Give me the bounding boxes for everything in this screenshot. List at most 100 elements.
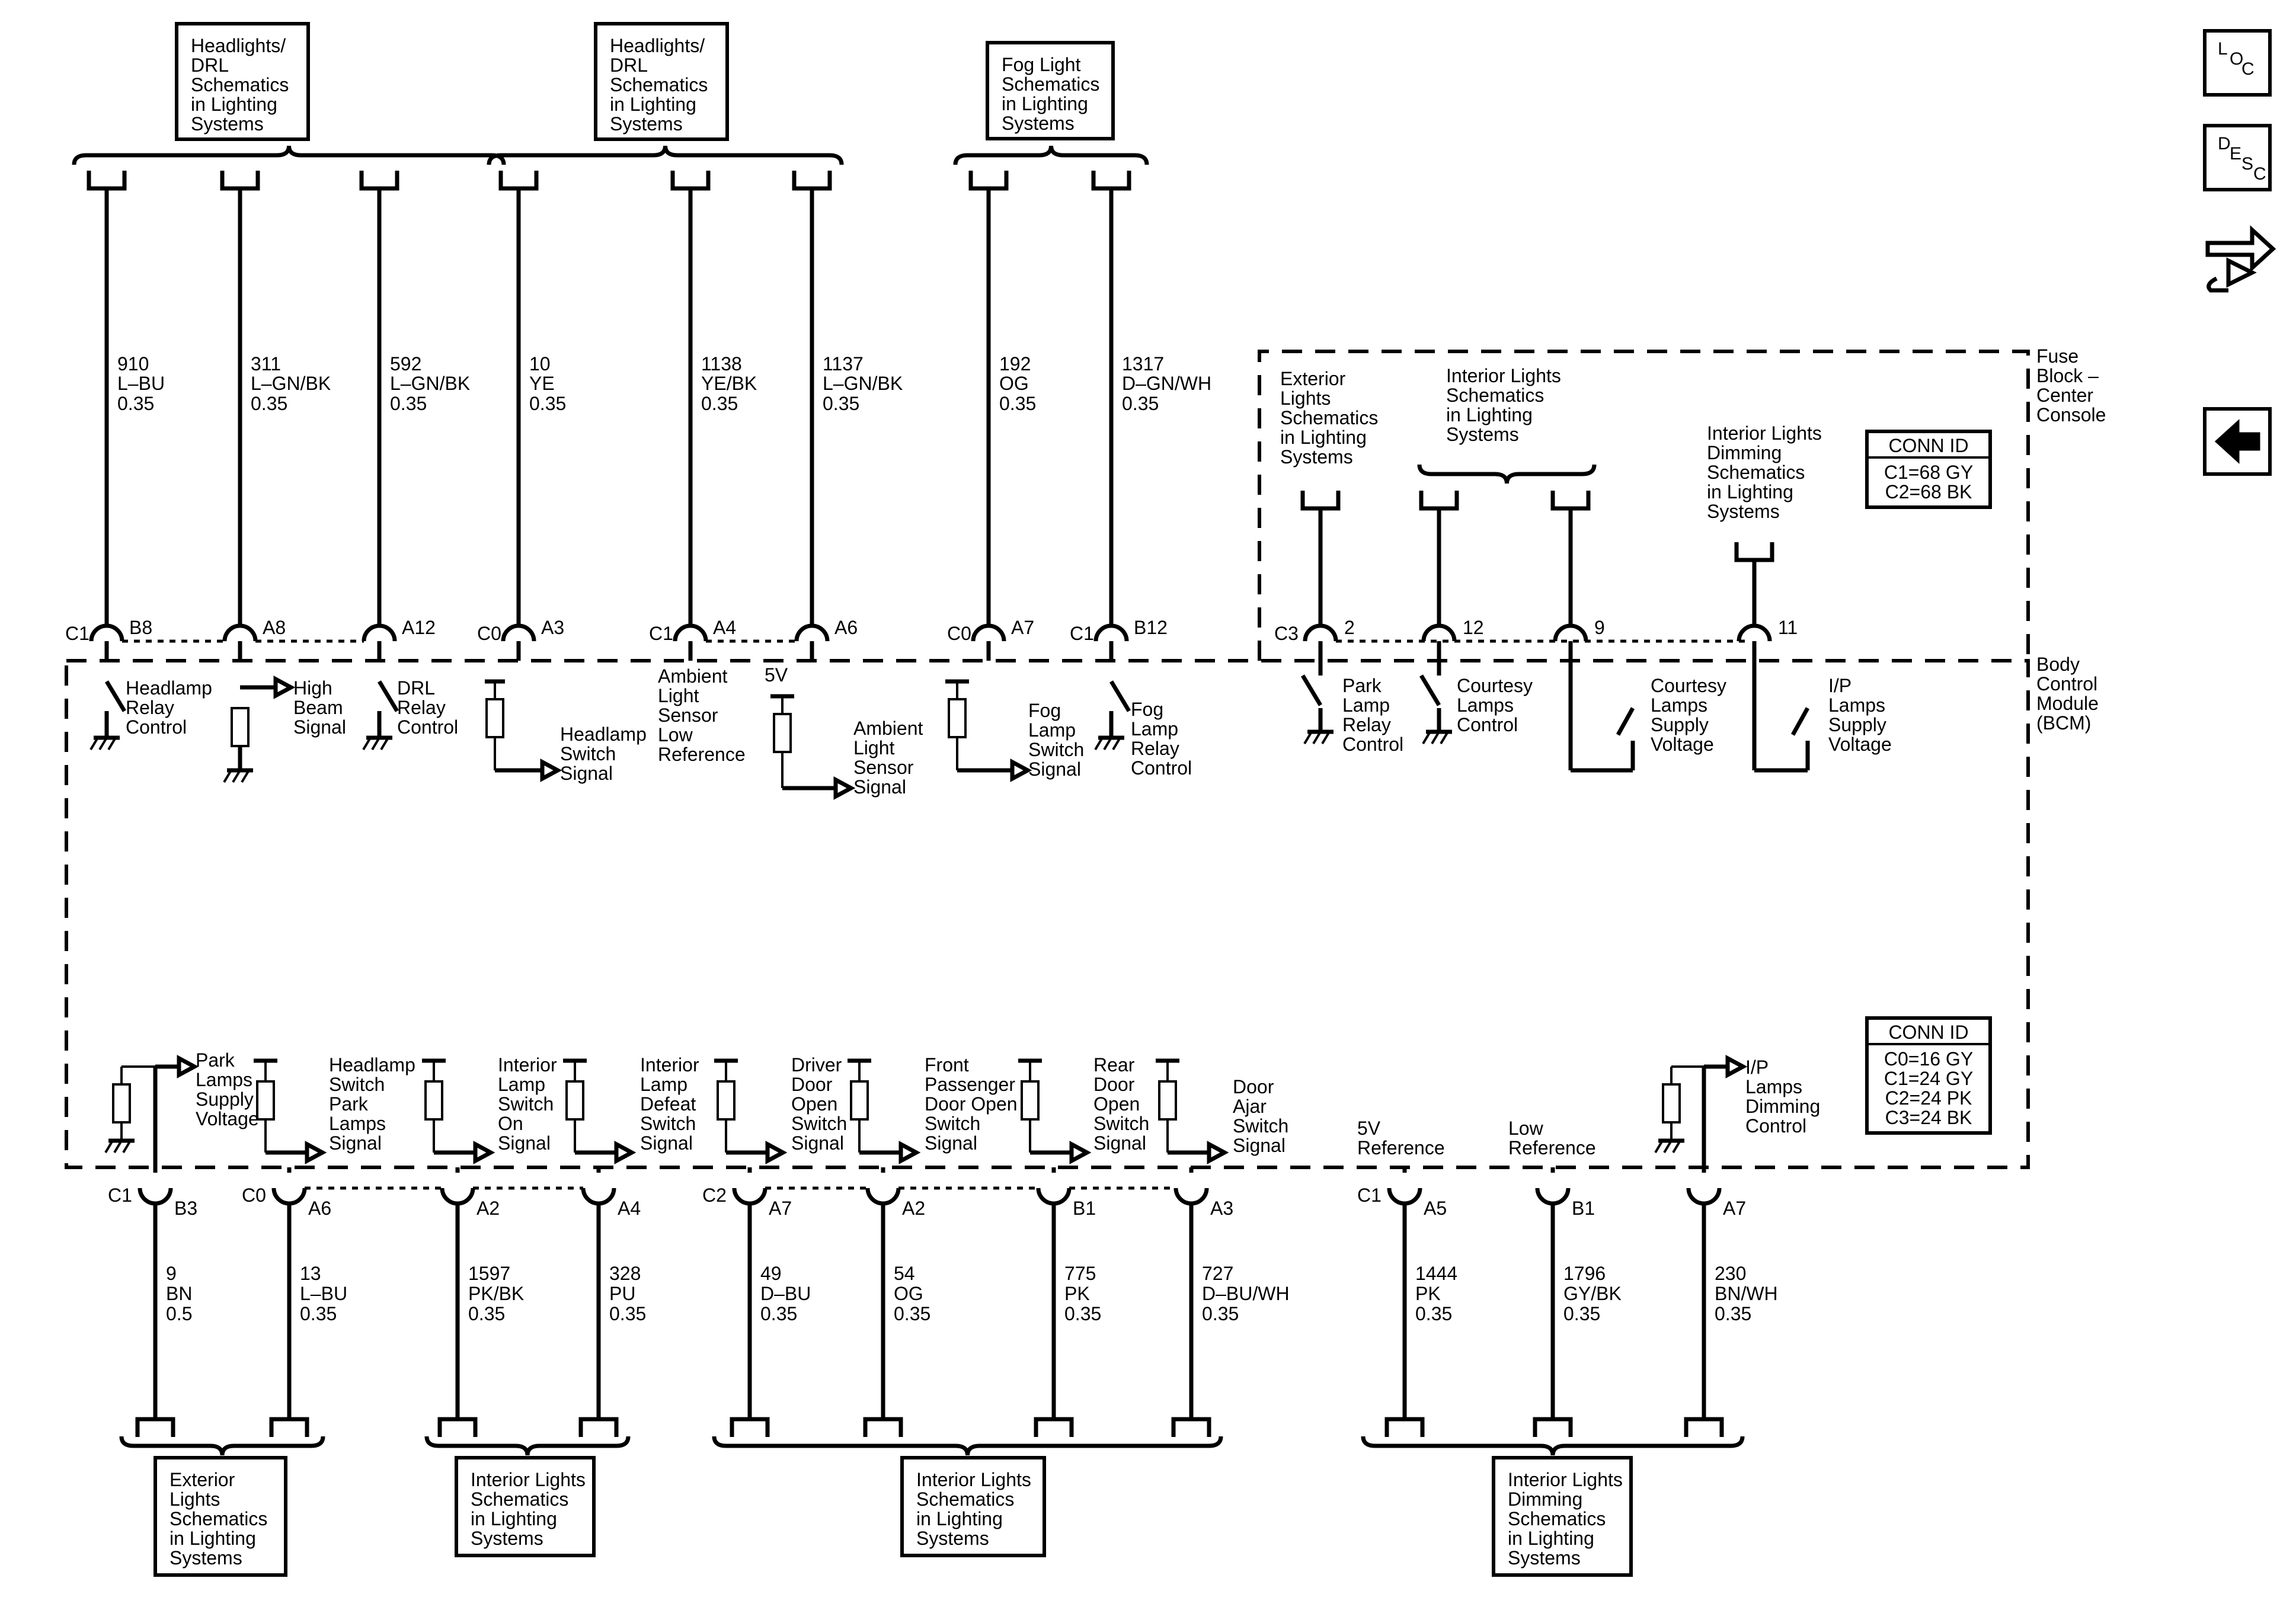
- wire-color: BN: [166, 1283, 192, 1304]
- ground-symbol: [1663, 1140, 1673, 1154]
- bcm-function-label: Park: [196, 1049, 235, 1071]
- icon-letter: D: [2218, 134, 2231, 153]
- bcm-function-label: Headlamp: [329, 1054, 415, 1076]
- ground-symbol: [232, 769, 241, 783]
- fuse-block-label: Fuse: [2036, 345, 2078, 367]
- ground-symbol: [1112, 737, 1121, 751]
- wire-terminal: [135, 1417, 175, 1437]
- bcm-function-label: Sensor: [853, 757, 914, 778]
- reference-box-text: in Lighting: [1508, 1528, 1594, 1549]
- bcm-function-label: Driver: [791, 1054, 842, 1076]
- wire-color: OG: [999, 373, 1029, 394]
- fuse-block-label: Block –: [2036, 365, 2099, 386]
- reference-box-text: Dimming: [1508, 1489, 1582, 1510]
- circuit-number: 1444: [1415, 1263, 1457, 1284]
- connector-end-view-icon[interactable]: [2205, 225, 2276, 293]
- pin-number: B1: [1572, 1198, 1595, 1219]
- bcm-function-label: Supply: [1828, 714, 1886, 735]
- connector-id: C1: [1070, 623, 1094, 644]
- bcm-function-label: Light: [658, 685, 699, 706]
- wire-gauge: 0.35: [1202, 1303, 1239, 1324]
- connector-pin: [222, 623, 258, 642]
- bcm-function-label: Control: [397, 716, 458, 738]
- wire-gauge: 0.35: [1715, 1303, 1751, 1324]
- circuit-number: 311: [251, 353, 281, 375]
- pin-number: A2: [477, 1198, 500, 1219]
- bcm-function-label: Switch: [791, 1113, 847, 1134]
- bcm-function-label: Door Open: [925, 1093, 1018, 1115]
- signal-arrow: [305, 1141, 327, 1164]
- bcm-function-label: Supply: [196, 1089, 254, 1110]
- reference-box: [154, 1456, 287, 1577]
- reference-box-text: Systems: [610, 113, 683, 135]
- wire-gauge: 0.35: [529, 393, 566, 414]
- conn-id-top: [1865, 430, 1992, 509]
- pin-number: A7: [1011, 617, 1034, 638]
- conn-id-line: C2=68 BK: [1885, 481, 1972, 502]
- conn-id-title: CONN ID: [1888, 435, 1968, 456]
- bcm-function-label: Control: [126, 716, 187, 738]
- reference-box-text: Systems: [1002, 113, 1075, 134]
- bcm-function-label: Relay: [397, 697, 446, 718]
- wire-terminal: [1533, 1417, 1573, 1437]
- connector-pin: [1173, 1188, 1209, 1206]
- bcm-function-label: Open: [791, 1093, 837, 1115]
- bcm-function-label: Door: [1093, 1074, 1135, 1095]
- bcm-function-label: Interior: [640, 1054, 699, 1076]
- circuit-number: 1796: [1563, 1263, 1606, 1284]
- resistor: [112, 1083, 131, 1124]
- bcm-function-label: Lamp: [640, 1074, 687, 1095]
- pin-number: B3: [174, 1198, 197, 1219]
- bcm-function-label: Switch: [640, 1113, 696, 1134]
- pin-number: B1: [1073, 1198, 1096, 1219]
- wire-terminal: [578, 1417, 619, 1437]
- wire-color: PK: [1415, 1283, 1441, 1304]
- bcm-function-label: Fog: [1028, 700, 1061, 721]
- pin-number: A6: [308, 1198, 331, 1219]
- switch-contact: [1109, 680, 1131, 712]
- bcm-function-label: Lamp: [1131, 718, 1178, 740]
- bcm-function-label: I/P: [1828, 675, 1851, 696]
- ground-symbol: [1303, 731, 1313, 745]
- wire-terminal: [1734, 542, 1774, 562]
- reference-box: [900, 1456, 1046, 1557]
- switch-contact: [377, 680, 399, 712]
- back-arrow-icon[interactable]: [2203, 407, 2272, 476]
- connector-pin: [271, 1188, 307, 1206]
- wire-terminal: [437, 1417, 478, 1437]
- bcm-function-label: Lamp: [1342, 694, 1390, 716]
- bcm-function-label: Lamps: [1828, 694, 1885, 716]
- ground-symbol: [1431, 731, 1440, 745]
- bcm-function-label: Signal: [925, 1132, 977, 1154]
- wire-gauge: 0.35: [1122, 393, 1159, 414]
- reference-box: [594, 22, 729, 141]
- wire-terminal: [863, 1417, 903, 1437]
- reference-box-text: Schematics: [610, 74, 708, 95]
- bcm-function-label: Supply: [1651, 714, 1709, 735]
- bcm-function-label: Courtesy: [1651, 675, 1726, 696]
- wire-terminal: [1300, 491, 1341, 511]
- bcm-function-label: Control: [1745, 1115, 1806, 1137]
- signal-arrow: [765, 1141, 788, 1164]
- bcm-function-label: DRL: [397, 677, 435, 699]
- resistor: [231, 707, 250, 747]
- signal-arrow: [473, 1141, 495, 1164]
- signal-arrow: [1725, 1055, 1748, 1078]
- reference-brace: [119, 1436, 325, 1456]
- wire-gauge: 0.35: [1563, 1303, 1600, 1324]
- reference-box: [175, 22, 310, 141]
- switch-contact: [1419, 674, 1441, 706]
- connector-pin: [362, 623, 397, 642]
- reference-box-text: Systems: [471, 1528, 543, 1549]
- circuit-number: 230: [1715, 1263, 1746, 1284]
- icon-letter: L: [2218, 39, 2228, 59]
- loc-icon[interactable]: LOC: [2203, 29, 2272, 97]
- circuit-number: 1597: [468, 1263, 510, 1284]
- wire-gauge: 0.35: [300, 1303, 337, 1324]
- bcm-function-label: Signal: [560, 763, 613, 784]
- connector-pin: [971, 623, 1006, 642]
- bcm-function-label: Ajar: [1233, 1096, 1267, 1117]
- connector-id: C1: [649, 623, 673, 644]
- wire-color: OG: [894, 1283, 923, 1304]
